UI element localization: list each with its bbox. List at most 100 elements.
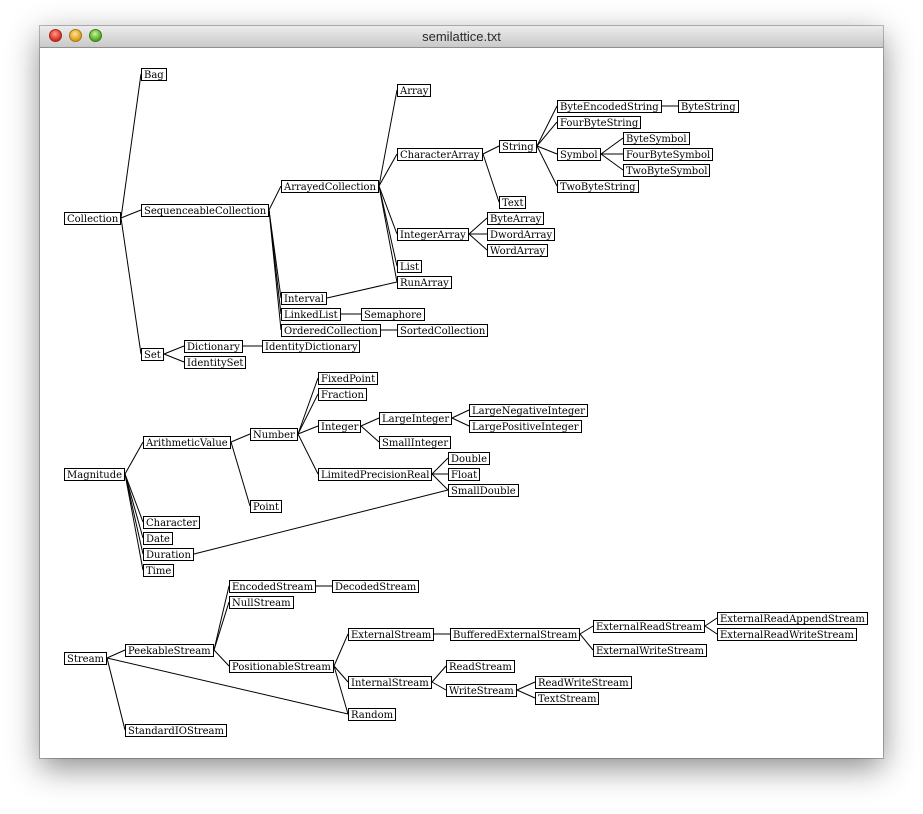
class-node-dictionary[interactable]: Dictionary bbox=[184, 339, 243, 353]
class-node-word-array[interactable]: WordArray bbox=[487, 243, 549, 257]
class-node-text[interactable]: Text bbox=[499, 195, 527, 209]
class-node-integer-array[interactable]: IntegerArray bbox=[397, 227, 469, 241]
class-node-point[interactable]: Point bbox=[250, 499, 283, 513]
class-node-arrayed-collection[interactable]: ArrayedCollection bbox=[281, 179, 379, 193]
class-node-stream[interactable]: Stream bbox=[64, 651, 108, 665]
edge-Integer-SmallInteger bbox=[360, 425, 380, 443]
edge-LimitedPrecisionReal-Double bbox=[431, 457, 449, 475]
edge-layer bbox=[106, 73, 718, 731]
class-node-byte-symbol[interactable]: ByteSymbol bbox=[623, 131, 690, 145]
class-node-fraction[interactable]: Fraction bbox=[318, 387, 367, 401]
class-node-arithmetic-value[interactable]: ArithmeticValue bbox=[143, 435, 231, 449]
zoom-window-icon[interactable] bbox=[89, 29, 102, 42]
class-node-four-byte-string[interactable]: FourByteString bbox=[557, 115, 642, 129]
class-node-write-stream[interactable]: WriteStream bbox=[446, 683, 517, 697]
edge-PositionableStream-Random bbox=[333, 665, 349, 715]
class-node-identity-set[interactable]: IdentitySet bbox=[184, 355, 247, 369]
close-window-icon[interactable] bbox=[49, 29, 62, 42]
class-node-double[interactable]: Double bbox=[448, 451, 490, 465]
class-node-large-integer[interactable]: LargeInteger bbox=[379, 411, 453, 425]
edge-Number-Integer bbox=[297, 425, 319, 435]
class-node-limited-precision-real[interactable]: LimitedPrecisionReal bbox=[318, 467, 433, 481]
class-node-large-positive-integer[interactable]: LargePositiveInteger bbox=[469, 419, 582, 433]
class-node-read-write-stream[interactable]: ReadWriteStream bbox=[535, 675, 632, 689]
class-node-decoded-stream[interactable]: DecodedStream bbox=[332, 579, 420, 593]
edge-String-ByteEncodedString bbox=[536, 105, 558, 147]
class-node-random[interactable]: Random bbox=[348, 707, 397, 721]
edge-BufferedExternalStream-ExternalWriteStream bbox=[579, 633, 594, 651]
class-node-character[interactable]: Character bbox=[143, 515, 201, 529]
class-node-standard-iostream[interactable]: StandardIOStream bbox=[125, 723, 227, 737]
class-node-internal-stream[interactable]: InternalStream bbox=[348, 675, 432, 689]
edge-IntegerArray-ByteArray bbox=[468, 217, 488, 235]
class-node-byte-string[interactable]: ByteString bbox=[678, 99, 739, 113]
class-node-sequenceable-collection[interactable]: SequenceableCollection bbox=[141, 203, 270, 217]
class-node-symbol[interactable]: Symbol bbox=[557, 147, 601, 161]
class-node-interval[interactable]: Interval bbox=[281, 291, 327, 305]
class-node-number[interactable]: Number bbox=[250, 427, 298, 441]
class-node-external-read-stream[interactable]: ExternalReadStream bbox=[593, 619, 706, 633]
class-node-null-stream[interactable]: NullStream bbox=[229, 595, 294, 609]
edge-String-Symbol bbox=[536, 145, 558, 155]
edge-CharacterArray-Text bbox=[482, 153, 500, 203]
class-node-buffered-external-stream[interactable]: BufferedExternalStream bbox=[450, 627, 581, 641]
edge-ArrayedCollection-Array bbox=[378, 89, 398, 187]
class-node-time[interactable]: Time bbox=[143, 563, 175, 577]
edge-SequenceableCollection-ArrayedCollection bbox=[268, 185, 282, 211]
class-node-character-array[interactable]: CharacterArray bbox=[397, 147, 483, 161]
edge-ArithmeticValue-Point bbox=[230, 441, 251, 507]
edge-LargeInteger-LargePositiveInteger bbox=[451, 417, 470, 427]
edge-PositionableStream-InternalStream bbox=[333, 665, 349, 683]
class-node-two-byte-string[interactable]: TwoByteString bbox=[557, 179, 639, 193]
class-node-dword-array[interactable]: DwordArray bbox=[487, 227, 556, 241]
class-node-array[interactable]: Array bbox=[397, 83, 432, 97]
class-node-identity-dictionary[interactable]: IdentityDictionary bbox=[262, 339, 361, 353]
edge-Collection-SequenceableCollection bbox=[120, 209, 142, 219]
class-node-small-double[interactable]: SmallDouble bbox=[448, 483, 519, 497]
class-node-bag[interactable]: Bag bbox=[141, 67, 167, 81]
class-node-run-array[interactable]: RunArray bbox=[397, 275, 452, 289]
edge-Symbol-TwoByteSymbol bbox=[600, 153, 624, 171]
edge-Interval-RunArray bbox=[326, 281, 398, 299]
class-node-string[interactable]: String bbox=[499, 139, 537, 153]
class-node-byte-array[interactable]: ByteArray bbox=[487, 211, 545, 225]
edge-Stream-StandardIOStream bbox=[106, 657, 126, 731]
class-node-float[interactable]: Float bbox=[448, 467, 481, 481]
class-node-set[interactable]: Set bbox=[141, 347, 164, 361]
edge-Collection-Set bbox=[120, 217, 142, 355]
class-node-external-write-stream[interactable]: ExternalWriteStream bbox=[593, 643, 708, 657]
edge-Stream-Random bbox=[106, 657, 349, 715]
class-node-date[interactable]: Date bbox=[143, 531, 173, 545]
class-node-fixed-point[interactable]: FixedPoint bbox=[318, 371, 379, 385]
edge-Magnitude-ArithmeticValue bbox=[124, 441, 144, 475]
class-node-list[interactable]: List bbox=[397, 259, 422, 273]
class-node-four-byte-symbol[interactable]: FourByteSymbol bbox=[623, 147, 714, 161]
class-node-magnitude[interactable]: Magnitude bbox=[64, 467, 126, 481]
class-node-external-stream[interactable]: ExternalStream bbox=[348, 627, 435, 641]
edge-BufferedExternalStream-ExternalReadStream bbox=[579, 625, 594, 635]
class-node-semaphore[interactable]: Semaphore bbox=[361, 307, 425, 321]
class-node-collection[interactable]: Collection bbox=[64, 211, 122, 225]
class-node-read-stream[interactable]: ReadStream bbox=[446, 659, 515, 673]
class-node-large-negative-integer[interactable]: LargeNegativeInteger bbox=[469, 403, 588, 417]
class-node-linked-list[interactable]: LinkedList bbox=[281, 307, 341, 321]
class-node-integer[interactable]: Integer bbox=[318, 419, 362, 433]
title-bar[interactable]: semilattice.txt bbox=[40, 26, 883, 48]
class-node-ordered-collection[interactable]: OrderedCollection bbox=[281, 323, 381, 337]
edge-Magnitude-Time bbox=[124, 473, 144, 571]
class-node-encoded-stream[interactable]: EncodedStream bbox=[229, 579, 317, 593]
class-node-external-read-write-stream[interactable]: ExternalReadWriteStream bbox=[717, 627, 857, 641]
edge-ArithmeticValue-Number bbox=[230, 433, 251, 443]
class-node-small-integer[interactable]: SmallInteger bbox=[379, 435, 452, 449]
class-node-positionable-stream[interactable]: PositionableStream bbox=[229, 659, 334, 673]
class-node-byte-encoded-string[interactable]: ByteEncodedString bbox=[557, 99, 662, 113]
class-node-text-stream[interactable]: TextStream bbox=[535, 691, 600, 705]
class-node-peekable-stream[interactable]: PeekableStream bbox=[125, 643, 214, 657]
class-node-sorted-collection[interactable]: SortedCollection bbox=[397, 323, 489, 337]
minimize-window-icon[interactable] bbox=[69, 29, 82, 42]
edge-Number-Fraction bbox=[297, 393, 319, 435]
class-node-duration[interactable]: Duration bbox=[143, 547, 194, 561]
class-node-two-byte-symbol[interactable]: TwoByteSymbol bbox=[623, 163, 711, 177]
class-node-external-read-append-stream[interactable]: ExternalReadAppendStream bbox=[717, 611, 868, 625]
